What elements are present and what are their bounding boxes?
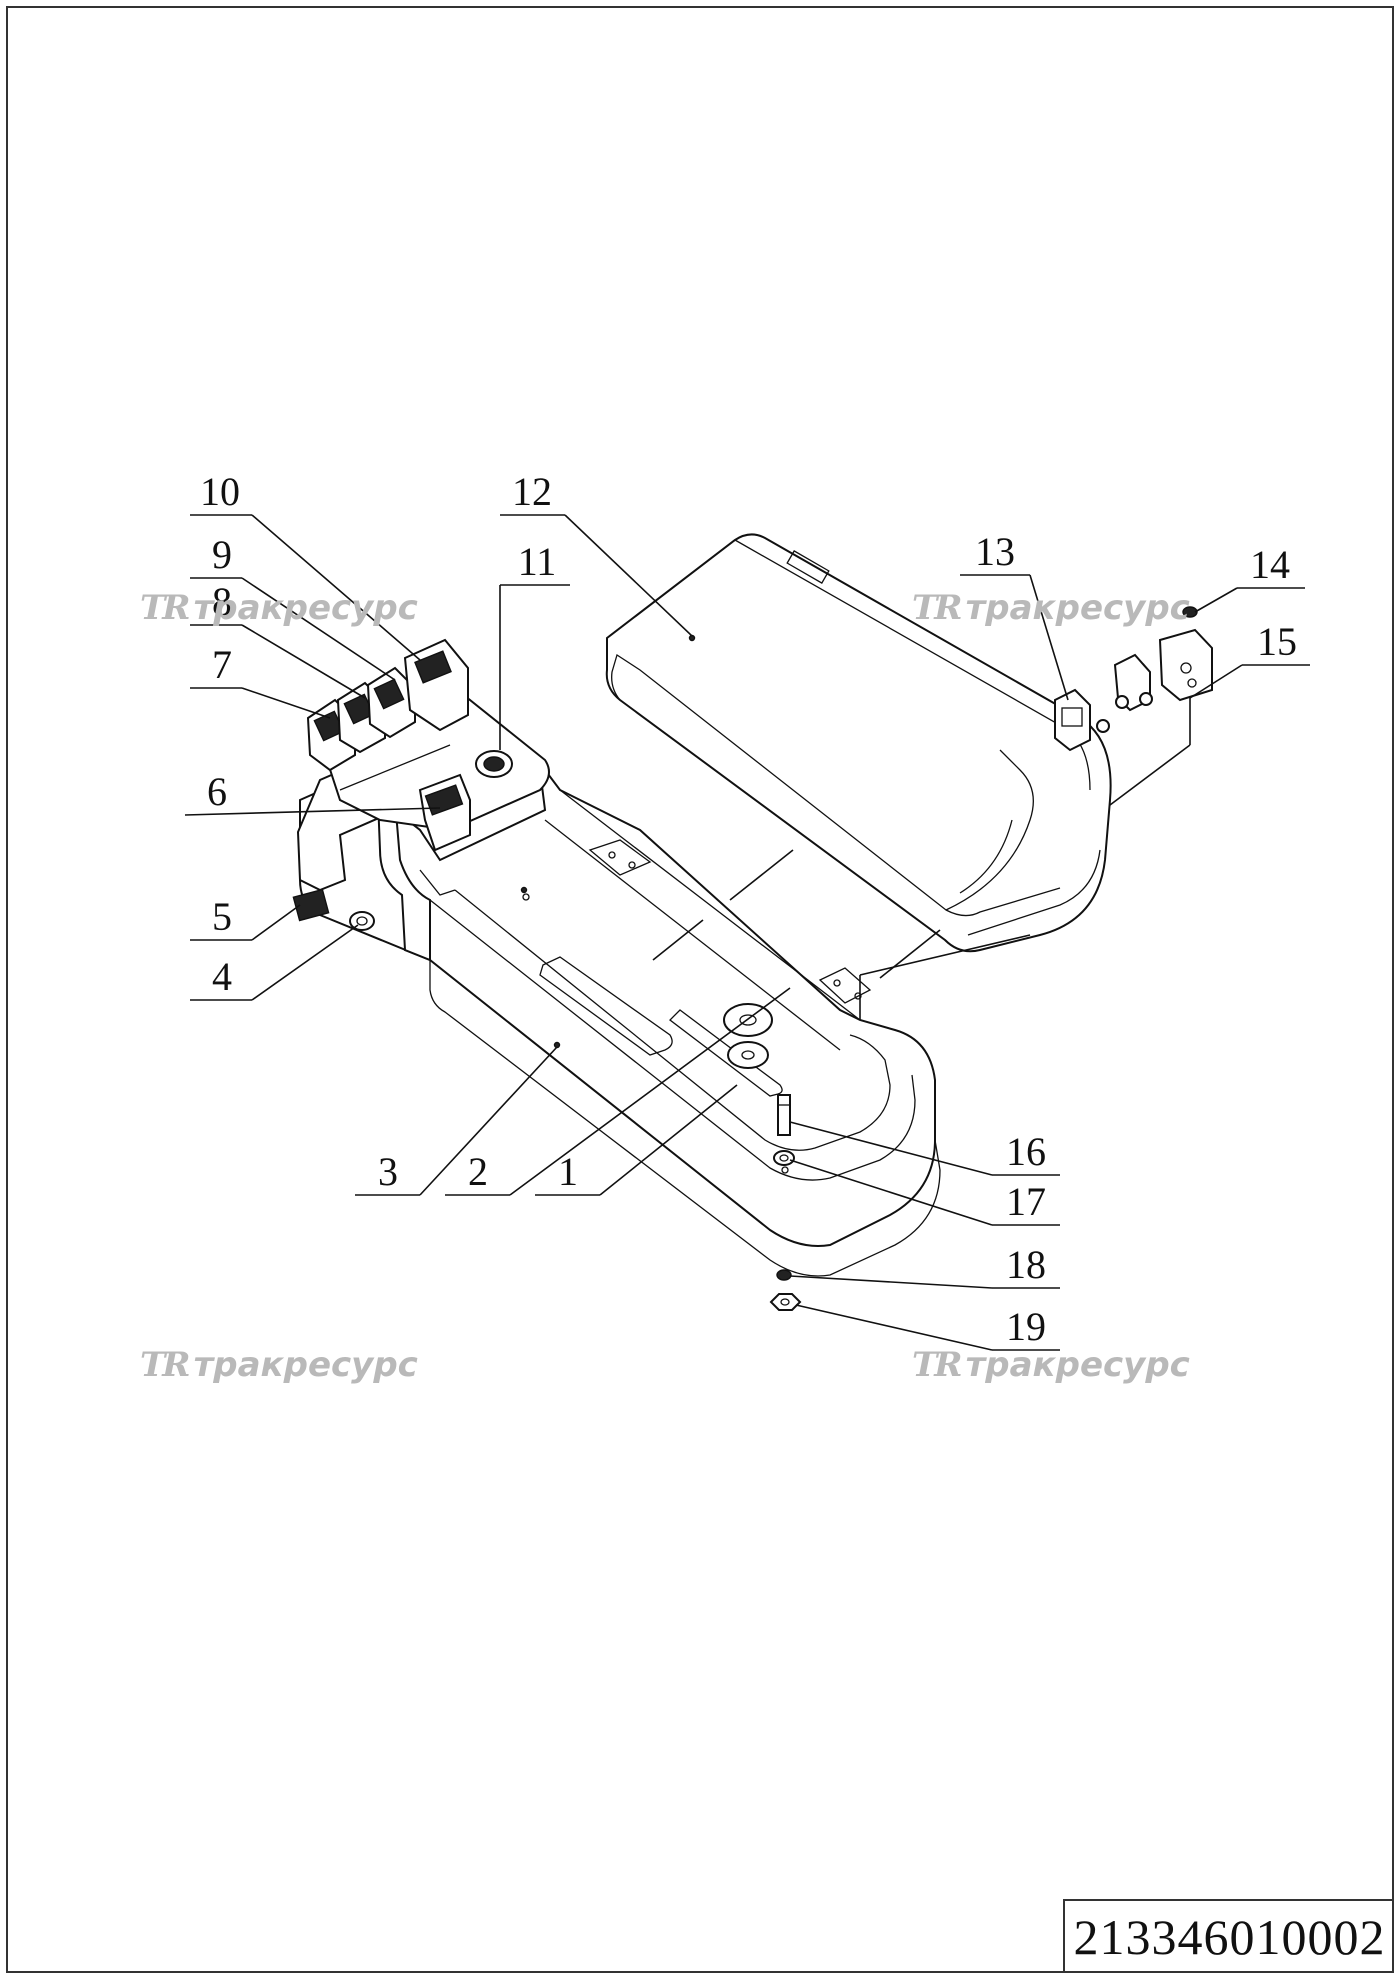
callout-9: 9 bbox=[212, 532, 232, 577]
callout-18: 18 bbox=[1006, 1242, 1046, 1287]
watermark-text: тракресурс bbox=[193, 1345, 418, 1385]
callout-11: 11 bbox=[518, 539, 557, 584]
switch-panel bbox=[292, 638, 550, 931]
document-number: 213346010002 bbox=[1063, 1899, 1394, 1973]
watermark-logo-icon: TR bbox=[140, 1345, 191, 1385]
callout-1: 1 bbox=[558, 1149, 578, 1194]
watermark-text: тракресурс bbox=[965, 1345, 1190, 1385]
hinge-assembly bbox=[1054, 606, 1213, 752]
callout-2: 2 bbox=[468, 1149, 488, 1194]
callout-5: 5 bbox=[212, 894, 232, 939]
leader-lines bbox=[184, 514, 1310, 1351]
callout-8: 8 bbox=[212, 579, 232, 624]
watermark-text: тракресурс bbox=[193, 588, 418, 628]
watermark-logo-icon: TR bbox=[912, 1345, 963, 1385]
callout-14: 14 bbox=[1250, 542, 1290, 587]
drawing-frame bbox=[6, 6, 1394, 1973]
callout-10: 10 bbox=[200, 469, 240, 514]
callout-7: 7 bbox=[212, 642, 232, 687]
callout-19: 19 bbox=[1006, 1304, 1046, 1349]
callout-13: 13 bbox=[975, 529, 1015, 574]
fasteners bbox=[769, 1094, 802, 1311]
watermark-logo-icon: TR bbox=[912, 588, 963, 628]
callout-17: 17 bbox=[1006, 1179, 1046, 1224]
callout-labels: 10 9 8 7 6 5 4 3 2 1 11 12 13 14 15 16 1… bbox=[200, 469, 1297, 1349]
callout-3: 3 bbox=[378, 1149, 398, 1194]
callout-16: 16 bbox=[1006, 1129, 1046, 1174]
callout-12: 12 bbox=[512, 469, 552, 514]
callout-6: 6 bbox=[207, 769, 227, 814]
callout-4: 4 bbox=[212, 954, 232, 999]
callout-15: 15 bbox=[1257, 619, 1297, 664]
watermark-text: тракресурс bbox=[965, 588, 1190, 628]
watermark-logo-icon: TR bbox=[140, 588, 191, 628]
